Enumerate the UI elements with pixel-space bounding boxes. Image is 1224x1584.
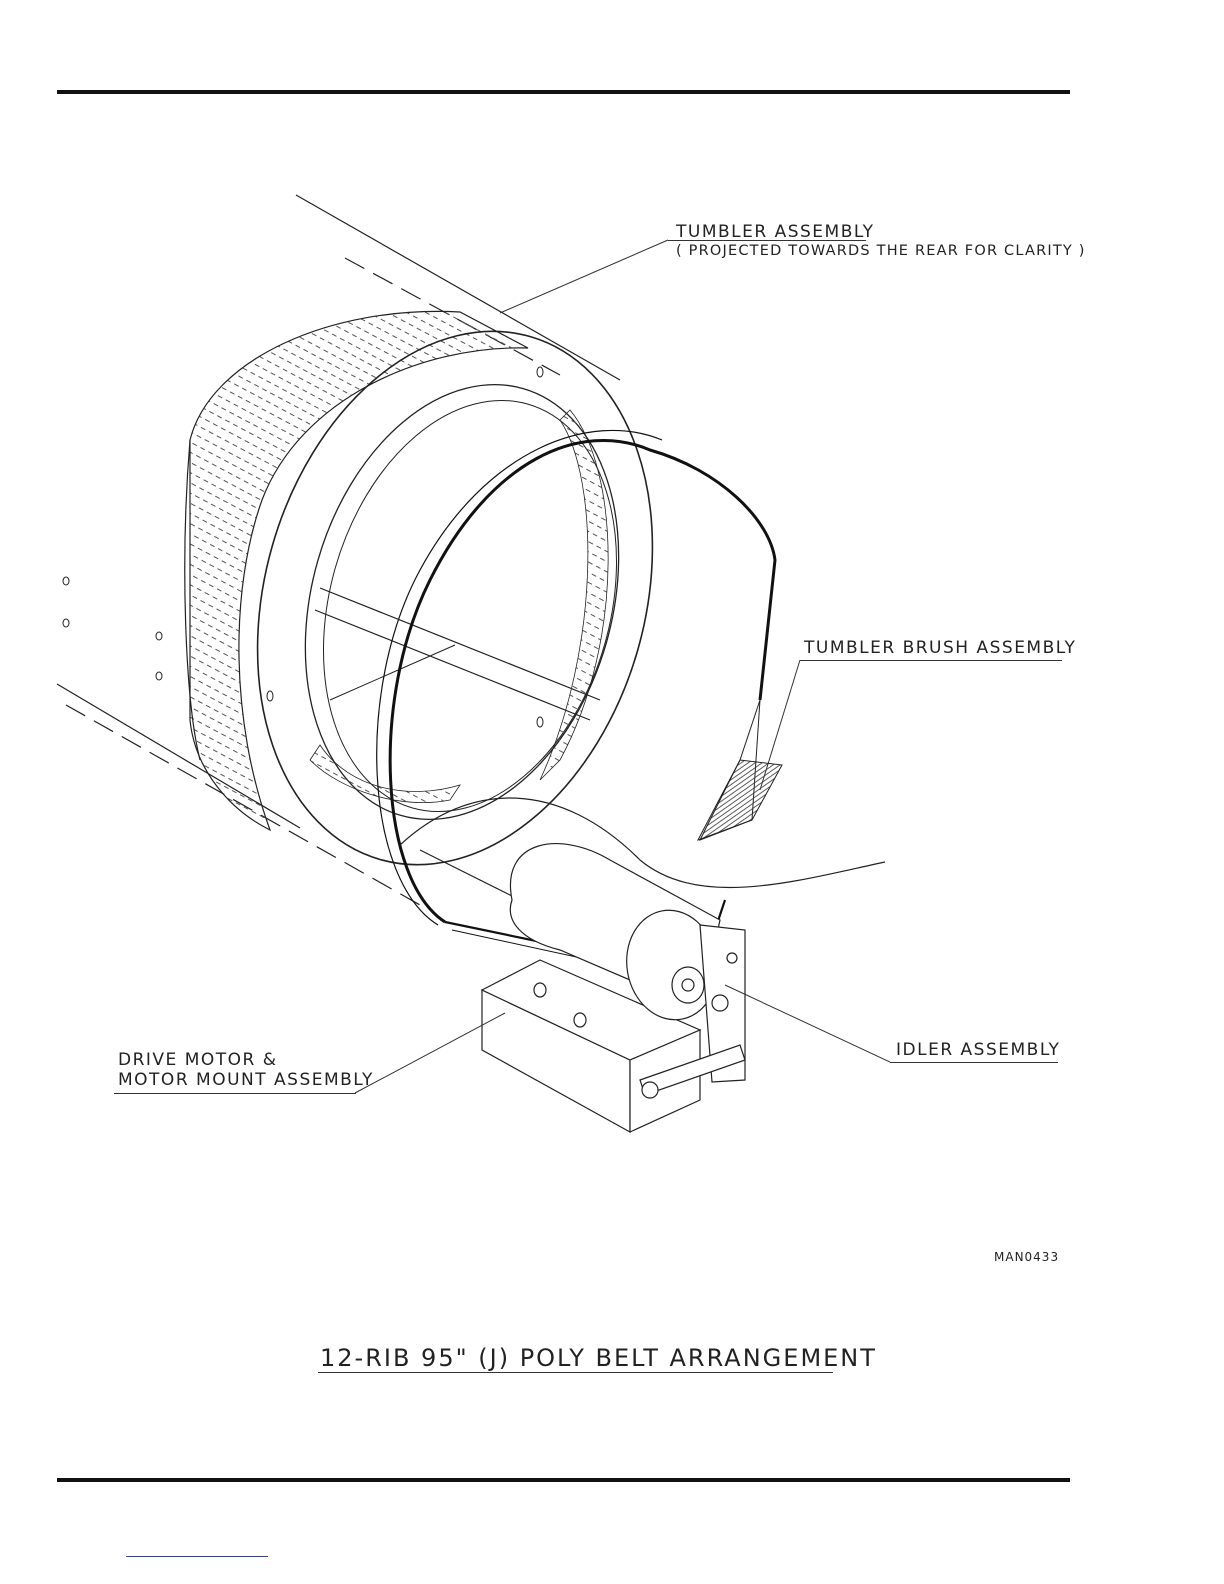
footer-link-line[interactable] [126,1556,268,1557]
tumbler-drum [63,284,713,912]
bottom-rule [57,1478,1070,1482]
caption-underline [318,1372,833,1373]
drive-motor-label-line1: DRIVE MOTOR & [118,1050,277,1070]
tumbler-assembly-note: ( PROJECTED TOWARDS THE REAR FOR CLARITY… [676,241,1086,261]
tumbler-brush-underline [800,660,1062,661]
idler-underline [890,1062,1058,1063]
drawing-code: MAN0433 [994,1250,1059,1264]
idler-assembly-label: IDLER ASSEMBLY [896,1040,1060,1060]
tumbler-brush [400,700,885,887]
tumbler-assembly-underline [668,240,866,241]
tumbler-brush-assembly-label: TUMBLER BRUSH ASSEMBLY [804,638,1076,658]
drive-motor [482,844,726,1132]
drive-motor-label-line2: MOTOR MOUNT ASSEMBLY [118,1070,374,1090]
tumbler-assembly-label: TUMBLER ASSEMBLY [676,222,874,242]
drive-motor-underline [114,1093,356,1094]
tumbler-cylinder [57,195,620,905]
diagram-caption: 12-RIB 95" (J) POLY BELT ARRANGEMENT [320,1344,877,1372]
